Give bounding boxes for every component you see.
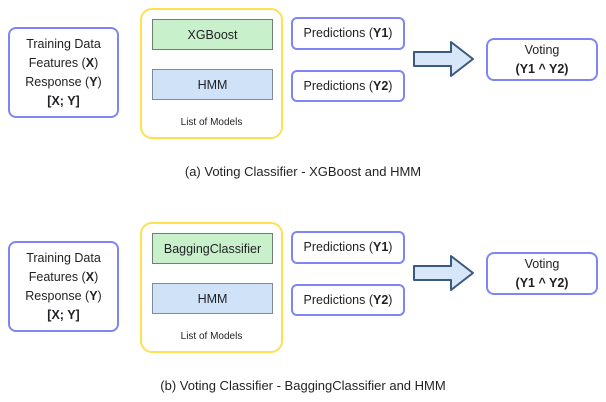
list-of-models-container: XGBoost HMM List of Models [140, 8, 283, 139]
caption-b: (b) Voting Classifier - BaggingClassifie… [160, 378, 446, 393]
model-box-xgboost: XGBoost [152, 19, 273, 50]
voting-line-1: Voting [524, 42, 560, 57]
training-line-1: Training Data [26, 250, 101, 265]
training-line-3: Response (Y) [25, 288, 102, 303]
voting-line-2: (Y1 ^ Y2) [515, 61, 569, 76]
right-arrow-icon [413, 255, 474, 291]
list-of-models-label: List of Models [180, 331, 243, 342]
training-data-box: Training Data Features (X) Response (Y) … [8, 27, 119, 118]
training-line-4: [X; Y] [47, 307, 80, 322]
training-line-1: Training Data [26, 36, 101, 51]
list-of-models-label: List of Models [180, 117, 243, 128]
voting-line-1: Voting [524, 256, 560, 271]
caption-a: (a) Voting Classifier - XGBoost and HMM [184, 164, 422, 179]
predictions-y2-box: Predictions (Y2) [291, 70, 405, 102]
voting-box: Voting (Y1 ^ Y2) [486, 38, 598, 81]
right-arrow-icon [413, 41, 474, 77]
predictions-y1-box: Predictions (Y1) [291, 17, 405, 50]
model-box-hmm: HMM [152, 283, 273, 314]
training-line-3: Response (Y) [25, 74, 102, 89]
voting-box: Voting (Y1 ^ Y2) [486, 252, 598, 295]
list-of-models-container: BaggingClassifier HMM List of Models [140, 222, 283, 353]
voting-line-2: (Y1 ^ Y2) [515, 275, 569, 290]
predictions-y2-box: Predictions (Y2) [291, 284, 405, 316]
model-box-hmm: HMM [152, 69, 273, 100]
training-data-box: Training Data Features (X) Response (Y) … [8, 241, 119, 332]
diagram-a: Training Data Features (X) Response (Y) … [0, 0, 606, 190]
training-line-4: [X; Y] [47, 93, 80, 108]
model-box-baggingclassifier: BaggingClassifier [152, 233, 273, 264]
training-line-2: Features (X) [28, 269, 99, 284]
predictions-y1-box: Predictions (Y1) [291, 231, 405, 264]
training-line-2: Features (X) [28, 55, 99, 70]
diagram-b: Training Data Features (X) Response (Y) … [0, 214, 606, 402]
